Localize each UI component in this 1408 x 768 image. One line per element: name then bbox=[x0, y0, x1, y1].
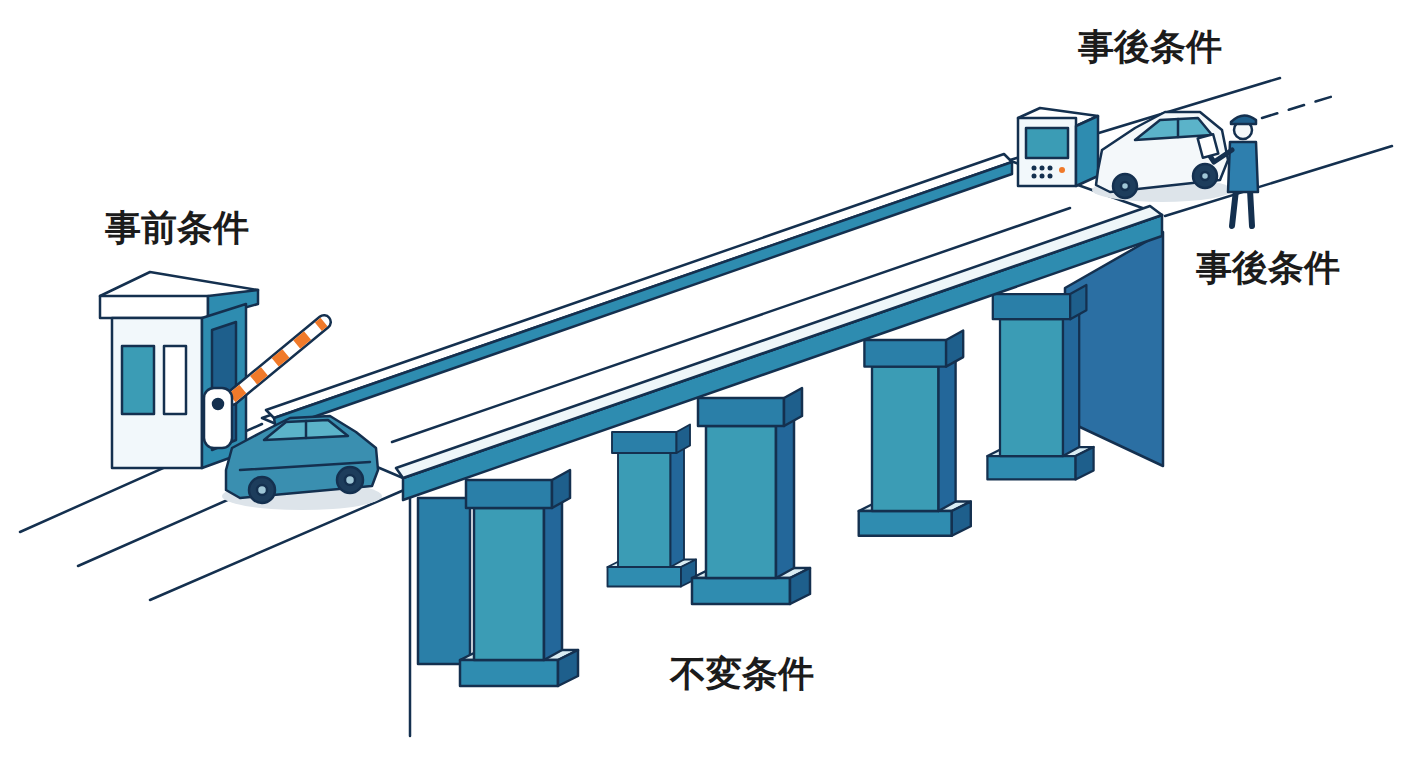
pier bbox=[859, 331, 971, 536]
car bbox=[345, 475, 355, 485]
toll-booth bbox=[112, 318, 202, 468]
abutment bbox=[409, 495, 412, 736]
officer bbox=[1198, 134, 1219, 157]
checkpoint-machine bbox=[1018, 118, 1076, 186]
pier bbox=[608, 425, 697, 587]
checkpoint-machine bbox=[1076, 116, 1098, 186]
toll-booth bbox=[164, 346, 186, 414]
road-right bbox=[1262, 94, 1340, 118]
pier bbox=[608, 425, 697, 587]
abutment bbox=[410, 495, 470, 736]
bridge-deck bbox=[392, 208, 1070, 442]
car bbox=[1201, 172, 1209, 180]
checkpoint-machine bbox=[1026, 128, 1068, 158]
checkpoint-machine bbox=[1032, 174, 1037, 179]
car bbox=[1177, 119, 1180, 137]
checkpoint-machine bbox=[1048, 166, 1053, 171]
pier bbox=[460, 470, 578, 686]
officer bbox=[1250, 190, 1252, 226]
car bbox=[264, 420, 348, 440]
pier bbox=[987, 285, 1093, 479]
officer bbox=[1198, 115, 1258, 226]
car bbox=[1113, 174, 1137, 198]
barrier-gate bbox=[204, 322, 324, 448]
abutment bbox=[418, 498, 470, 664]
toll-booth bbox=[100, 296, 208, 318]
toll-booth bbox=[100, 272, 258, 468]
condition-label: 不変条件 bbox=[664, 650, 820, 697]
label-slot: 事前条件 bbox=[99, 204, 255, 251]
car bbox=[305, 421, 308, 438]
car bbox=[257, 485, 267, 495]
car bbox=[1121, 182, 1129, 190]
checkpoint-machine bbox=[1018, 108, 1098, 186]
officer bbox=[1232, 190, 1236, 226]
checkpoint-machine bbox=[1059, 167, 1065, 173]
bridge-deck bbox=[266, 154, 1012, 418]
checkpoint-machine bbox=[1032, 166, 1037, 171]
label-slot: 事後条件 bbox=[1190, 244, 1346, 291]
condition-label: 事後条件 bbox=[1190, 244, 1346, 291]
barrier-gate bbox=[232, 322, 324, 398]
barrier-gate bbox=[232, 322, 324, 398]
checkpoint-machine bbox=[1032, 166, 1066, 179]
label-slot: 事後条件 bbox=[1072, 23, 1228, 70]
condition-label: 事後条件 bbox=[1072, 23, 1228, 70]
toll-booth bbox=[122, 346, 154, 414]
barrier-gate bbox=[204, 388, 232, 448]
condition-label: 事前条件 bbox=[99, 204, 255, 251]
car bbox=[1193, 164, 1217, 188]
label-slot: 不変条件 bbox=[664, 650, 820, 697]
bridge-deck bbox=[262, 154, 1162, 500]
car bbox=[249, 477, 275, 503]
barrier-gate bbox=[213, 399, 223, 409]
checkpoint-machine bbox=[1040, 174, 1045, 179]
car bbox=[222, 416, 382, 510]
car bbox=[1092, 112, 1232, 202]
checkpoint-machine bbox=[1048, 174, 1053, 179]
pier bbox=[692, 388, 810, 604]
bridge-deck bbox=[396, 206, 1162, 478]
road-left bbox=[78, 498, 232, 566]
car bbox=[337, 467, 363, 493]
checkpoint-machine bbox=[1040, 166, 1045, 171]
barrier-gate bbox=[232, 322, 324, 398]
officer bbox=[1231, 115, 1256, 124]
bridge-deck bbox=[262, 160, 1162, 478]
